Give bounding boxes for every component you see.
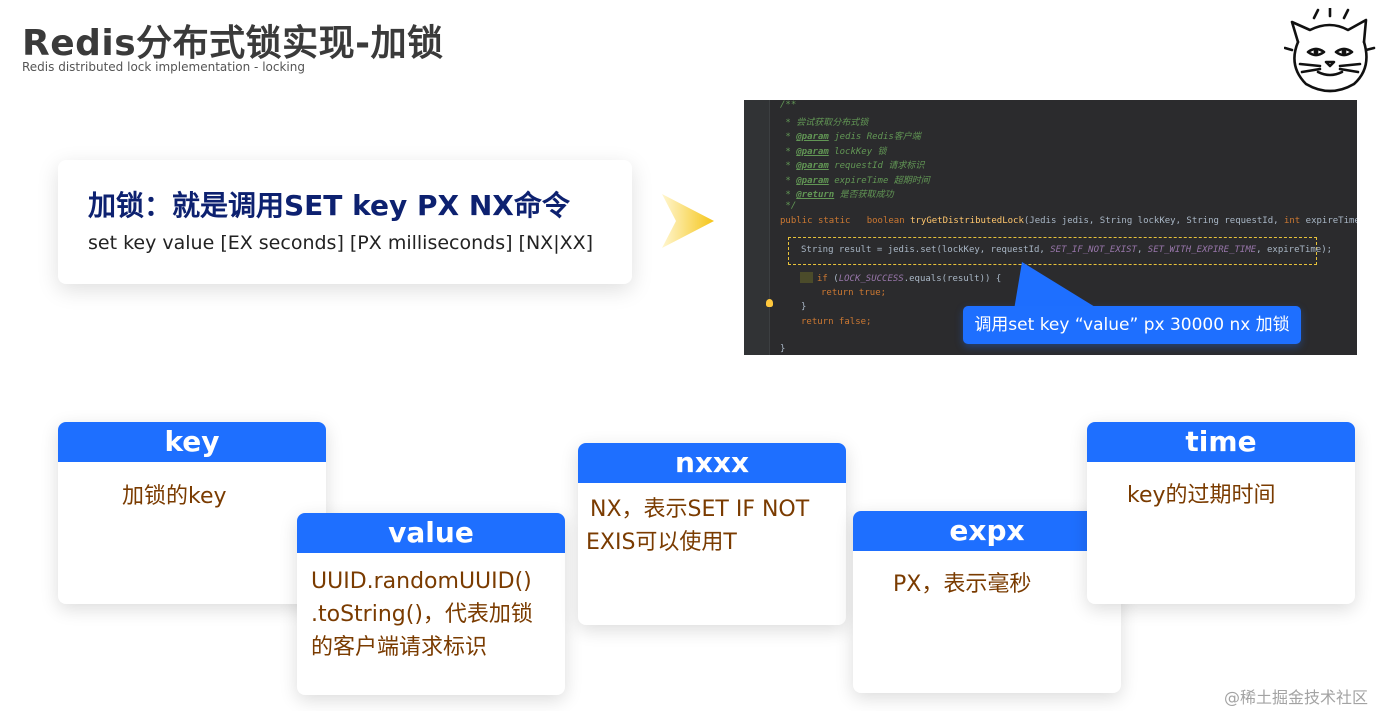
card-value-line: UUID.randomUUID() [311, 569, 532, 594]
code-line: * @param lockKey 锁 [780, 147, 887, 157]
page-subtitle: Redis distributed lock implementation - … [22, 60, 305, 74]
cat-face-logo [1284, 8, 1376, 93]
card-value: value UUID.randomUUID() .toString()，代表加锁… [297, 513, 565, 695]
code-line: return false; [801, 317, 872, 327]
card-time: time key的过期时间 [1087, 422, 1355, 604]
code-line: if (LOCK_SUCCESS.equals(result)) { [817, 274, 1002, 284]
if-marker [800, 272, 813, 283]
card-expx-body: PX，表示毫秒 [893, 572, 1032, 597]
arrow-right-icon [662, 194, 714, 248]
code-line: * @return 是否获取成功 [780, 190, 894, 200]
editor-gutter [744, 100, 770, 355]
code-line: public static boolean tryGetDistributedL… [780, 216, 1357, 226]
lightbulb-icon [766, 299, 773, 307]
code-line: * @param expireTime 超期时间 [780, 176, 930, 186]
code-editor-screenshot: /** * 尝试获取分布式锁 * @param jedis Redis客户端 *… [744, 100, 1357, 355]
code-line: /** [780, 100, 797, 110]
card-key: key 加锁的key [58, 422, 326, 604]
card-key-title: key [58, 422, 326, 462]
command-syntax: set key value [EX seconds] [PX milliseco… [88, 232, 594, 254]
card-value-title: value [297, 513, 565, 553]
card-key-body: 加锁的key [122, 484, 227, 509]
code-line: * 尝试获取分布式锁 [780, 118, 869, 128]
card-expx-title: expx [853, 511, 1121, 551]
code-line: return true; [821, 288, 887, 298]
code-line: } [801, 302, 807, 312]
code-line: String result = jedis.set(lockKey, reque… [801, 245, 1333, 255]
command-title: 加锁：就是调用SET key PX NX命令 [88, 189, 570, 222]
watermark: @稀土掘金技术社区 [1224, 688, 1369, 707]
card-value-line: .toString()，代表加锁 [311, 602, 533, 627]
command-card: 加锁：就是调用SET key PX NX命令 set key value [EX… [58, 160, 632, 284]
code-line: * @param requestId 请求标识 [780, 161, 925, 171]
code-line: } [780, 344, 786, 354]
card-nxxx: nxxx NX，表示SET IF NOT EXIS可以使用T [578, 443, 846, 625]
highlight-box [788, 237, 1317, 265]
card-nxxx-line: NX，表示SET IF NOT [590, 497, 810, 522]
card-time-title: time [1087, 422, 1355, 462]
card-nxxx-title: nxxx [578, 443, 846, 483]
card-nxxx-body: NX，表示SET IF NOT EXIS可以使用T [586, 493, 846, 559]
card-expx: expx PX，表示毫秒 [853, 511, 1121, 693]
card-nxxx-line: EXIS可以使用T [586, 530, 737, 555]
callout-label: 调用set key “value” px 30000 nx 加锁 [963, 306, 1301, 344]
code-line: */ [780, 201, 797, 211]
code-line: * @param jedis Redis客户端 [780, 132, 921, 142]
card-time-body: key的过期时间 [1127, 483, 1276, 508]
card-value-line: 的客户端请求标识 [311, 635, 488, 660]
page-title: Redis分布式锁实现-加锁 [22, 23, 444, 64]
card-value-body: UUID.randomUUID() .toString()，代表加锁 的客户端请… [311, 565, 565, 664]
callout-pointer [1014, 262, 1100, 310]
